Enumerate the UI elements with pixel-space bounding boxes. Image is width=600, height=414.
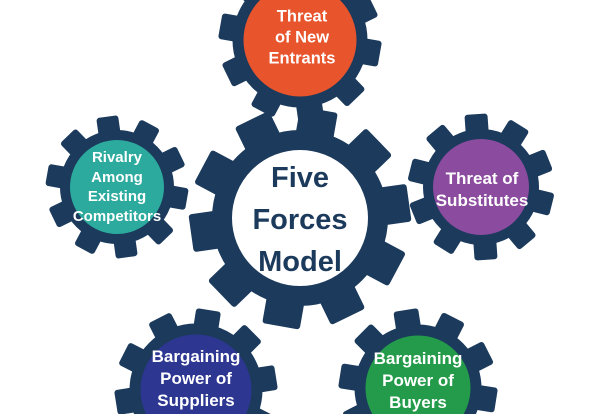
gear-bargaining-power-of-buyers (338, 308, 498, 414)
gear-bargaining-power-of-suppliers (114, 308, 278, 414)
gear-hub-rivalry (60, 130, 174, 244)
gear-hub-threat-of-new-entrants (232, 0, 368, 108)
gear-hub-center (212, 130, 388, 306)
gear-threat-of-new-entrants (218, 0, 382, 122)
gear-hub-substitutes (423, 129, 539, 245)
gear-hub-buyers (354, 324, 482, 414)
gear-hub-suppliers (129, 323, 263, 414)
gear-threat-of-substitutes (408, 113, 554, 261)
gear-five-forces-model (188, 106, 412, 330)
gear-rivalry-among-existing-competitors (45, 115, 189, 259)
